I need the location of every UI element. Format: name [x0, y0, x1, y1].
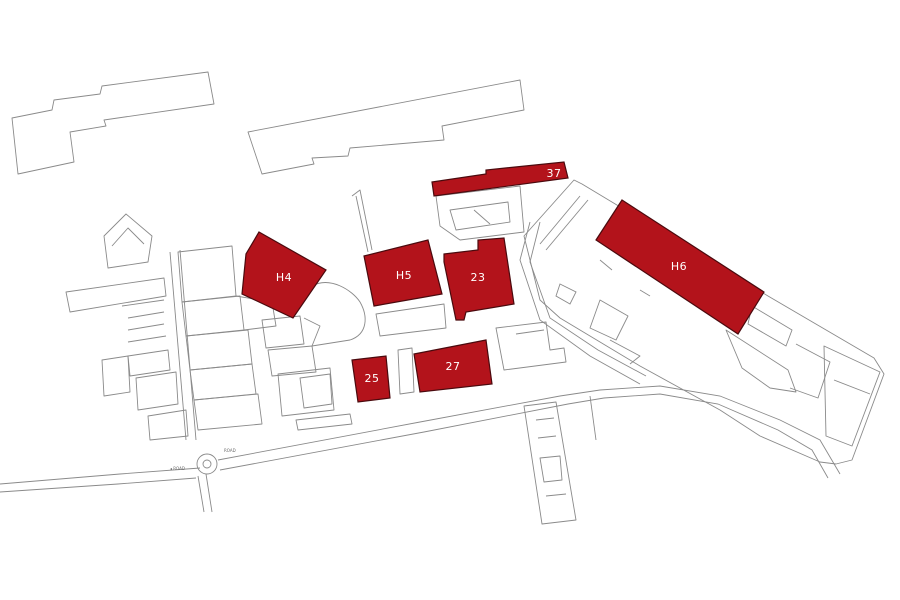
building-h6[interactable]: H6 [595, 199, 765, 335]
svg-text:◂ ROAD: ◂ ROAD [170, 466, 185, 471]
building-37[interactable]: 37 [431, 161, 569, 197]
building-27-shape[interactable] [413, 339, 493, 393]
building-h4[interactable]: H4 [241, 231, 327, 319]
building-23[interactable]: 23 [443, 237, 515, 321]
building-25[interactable]: 25 [351, 355, 391, 403]
building-25-shape[interactable] [351, 355, 391, 403]
context-outlines: ◂ ROAD ROAD [0, 71, 885, 525]
building-h5[interactable]: H5 [363, 239, 443, 307]
building-h6-shape[interactable] [595, 199, 765, 335]
svg-text:ROAD: ROAD [224, 448, 236, 453]
building-37-shape[interactable] [431, 161, 569, 197]
building-h4-shape[interactable] [241, 231, 327, 319]
building-h5-shape[interactable] [363, 239, 443, 307]
building-23-shape[interactable] [443, 237, 515, 321]
building-27[interactable]: 27 [413, 339, 493, 393]
